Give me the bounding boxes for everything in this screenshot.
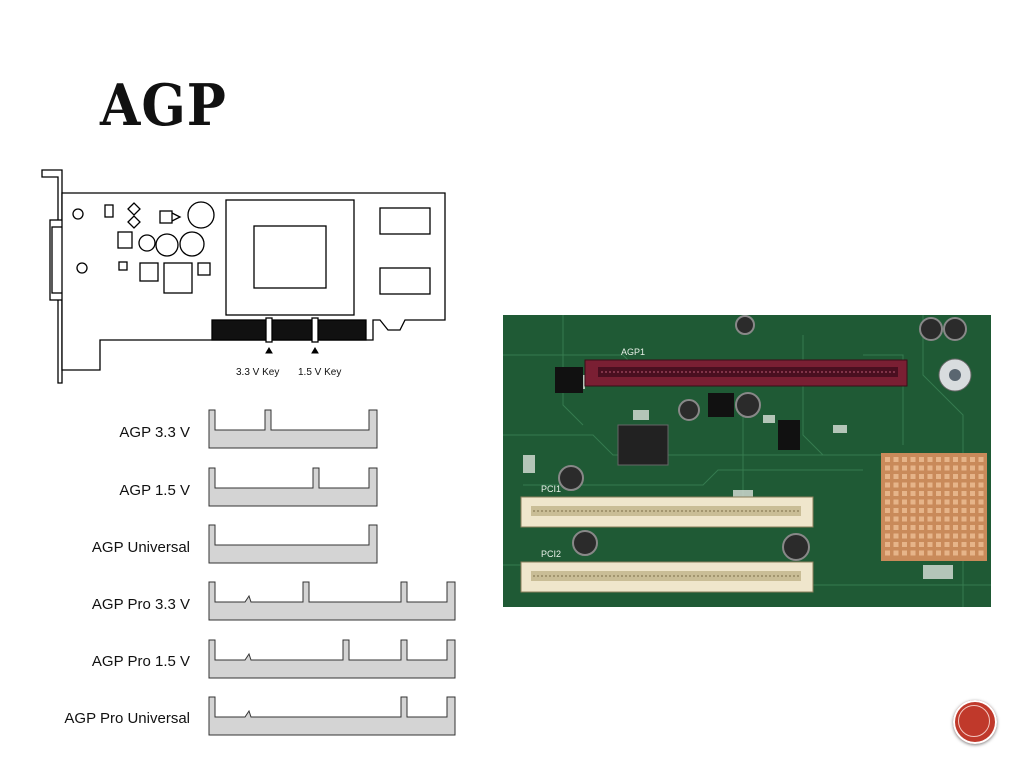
key-label-3v3: 3.3 V Key (236, 367, 280, 378)
pci2-silkscreen-label: PCI2 (541, 549, 561, 559)
connector-label-agp-pro-3v3: AGP Pro 3.3 V (91, 596, 190, 613)
heatsink (881, 453, 987, 561)
connector-label-agp-pro-universal: AGP Pro Universal (64, 710, 190, 727)
slide-title: AGP (100, 72, 227, 140)
connector-profiles (208, 409, 456, 736)
gpu-package (225, 199, 355, 316)
pci1-silkscreen-label: PCI1 (541, 484, 561, 494)
connector-profile-agp-pro-universal (208, 696, 456, 736)
connector-profile-agp-universal (208, 524, 378, 564)
memory-chip (379, 267, 431, 295)
connector-profile-agp-1v5 (208, 467, 378, 507)
connector-label-agp-universal: AGP Universal (91, 539, 190, 556)
memory-chip (379, 207, 431, 235)
key-notch-3v3 (265, 317, 273, 343)
connector-profile-agp-pro-1v5 (208, 639, 456, 679)
connector-label-agp-pro-1v5: AGP Pro 1.5 V (91, 653, 190, 670)
motherboard-photo: AGP1 PCI1 PCI2 (503, 315, 991, 607)
edge-connector (211, 319, 367, 341)
agp-card-diagram (41, 169, 446, 384)
connector-profile-agp-pro-3v3 (208, 581, 456, 621)
connector-label-agp-3v3: AGP 3.3 V (119, 424, 190, 441)
key-label-1v5: 1.5 V Key (298, 367, 342, 378)
next-slide-button[interactable] (953, 700, 997, 744)
key-notch-1v5 (311, 317, 319, 343)
agp-silkscreen-label: AGP1 (621, 347, 645, 357)
connector-label-agp-1v5: AGP 1.5 V (119, 482, 190, 499)
connector-profile-agp-3v3 (208, 409, 378, 449)
gpu-die (253, 225, 327, 289)
